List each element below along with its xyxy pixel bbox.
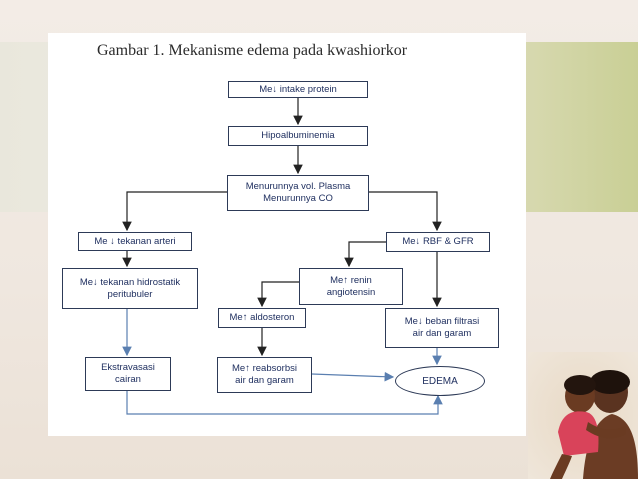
label-hipoalbuminemia: Hipoalbuminemia [261,130,335,141]
box-tekanan-arteri: Me ↓ tekanan arteri [78,232,192,251]
label-reabsorbsi: Me↑ reabsorbsi air dan garam [232,363,297,386]
children-photo [528,352,638,479]
box-reabsorbsi: Me↑ reabsorbsi air dan garam [217,357,312,393]
box-plasma-co: Menurunnya vol. Plasma Menurunnya CO [227,175,369,211]
figure-title: Gambar 1. Mekanisme edema pada kwashiork… [97,42,408,59]
label-aldosteron: Me↑ aldosteron [229,312,295,323]
edema-ellipse: EDEMA [395,366,485,396]
arrow-rbf-renin [344,241,386,268]
box-aldosteron: Me↑ aldosteron [218,308,306,328]
label-tekanan-hidrostatik: Me↓ tekanan hidrostatik peritubuler [79,276,181,300]
box-rbf-gfr: Me↓ RBF & GFR [386,232,490,252]
label-ekstravasasi: Ekstravasasi cairan [101,362,155,385]
arrow-plasma-arteri [122,191,227,232]
box-tekanan-hidrostatik: Me↓ tekanan hidrostatik peritubuler [62,268,198,309]
arrow-reabsorbsi-edema [311,371,395,382]
box-ekstravasasi: Ekstravasasi cairan [85,357,171,391]
box-beban-filtrasi: Me↓ beban filtrasi air dan garam [385,308,499,348]
label-intake-protein: Me↓ intake protein [259,83,337,95]
box-renin-angiotensin: Me↑ renin angiotensin [299,268,403,305]
arrow-plasma-rbf [369,191,442,232]
dark-arrows [122,98,442,357]
label-plasma-co: Menurunnya vol. Plasma Menurunnya CO [245,181,351,204]
arrow-renin-aldosteron [257,281,299,308]
box-intake-protein: Me↓ intake protein [228,81,368,98]
label-beban-filtrasi: Me↓ beban filtrasi air dan garam [404,316,480,339]
label-edema: EDEMA [422,375,458,387]
arrow-ekstravasasi-edema [126,391,443,415]
arm [586,422,626,439]
box-hipoalbuminemia: Hipoalbuminemia [228,126,368,146]
label-renin-angiotensin: Me↑ renin angiotensin [326,274,376,298]
label-tekanan-arteri: Me ↓ tekanan arteri [94,235,176,247]
label-rbf-gfr: Me↓ RBF & GFR [402,236,474,247]
blue-arrows [122,309,443,415]
